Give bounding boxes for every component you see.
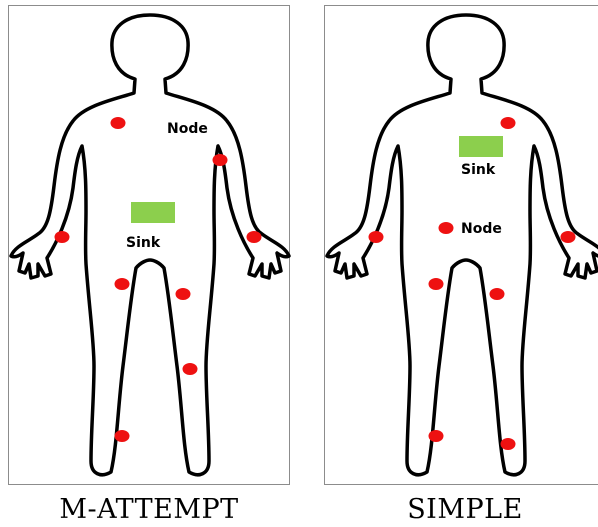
sensor-node bbox=[561, 231, 576, 243]
sensor-node bbox=[439, 222, 454, 234]
node-label: Node bbox=[461, 221, 502, 237]
caption-m-attempt: M-ATTEMPT bbox=[8, 494, 290, 525]
sensor-node bbox=[429, 278, 444, 290]
sensor-node bbox=[115, 430, 130, 442]
sink-label: Sink bbox=[461, 162, 496, 178]
body-figure-simple: Sink Node bbox=[325, 6, 598, 486]
sensor-node bbox=[490, 288, 505, 300]
human-body-outline bbox=[327, 15, 598, 475]
sensor-node bbox=[183, 363, 198, 375]
sensor-node bbox=[369, 231, 384, 243]
sensor-node bbox=[501, 438, 516, 450]
sink-label: Sink bbox=[126, 235, 161, 251]
sensor-node bbox=[55, 231, 70, 243]
sensor-node bbox=[176, 288, 191, 300]
diagram-panel-m-attempt: Sink Node bbox=[8, 5, 290, 485]
sensor-node bbox=[111, 117, 126, 129]
sensor-node bbox=[501, 117, 516, 129]
diagram-panel-simple: Sink Node bbox=[324, 5, 598, 485]
sensor-node bbox=[115, 278, 130, 290]
sensor-node bbox=[429, 430, 444, 442]
sensor-node bbox=[247, 231, 262, 243]
body-figure-m-attempt: Sink Node bbox=[9, 6, 291, 486]
sink-marker bbox=[131, 202, 175, 223]
sink-marker bbox=[459, 136, 503, 157]
caption-simple: SIMPLE bbox=[324, 494, 598, 525]
node-label: Node bbox=[167, 121, 208, 137]
sensor-node bbox=[213, 154, 228, 166]
